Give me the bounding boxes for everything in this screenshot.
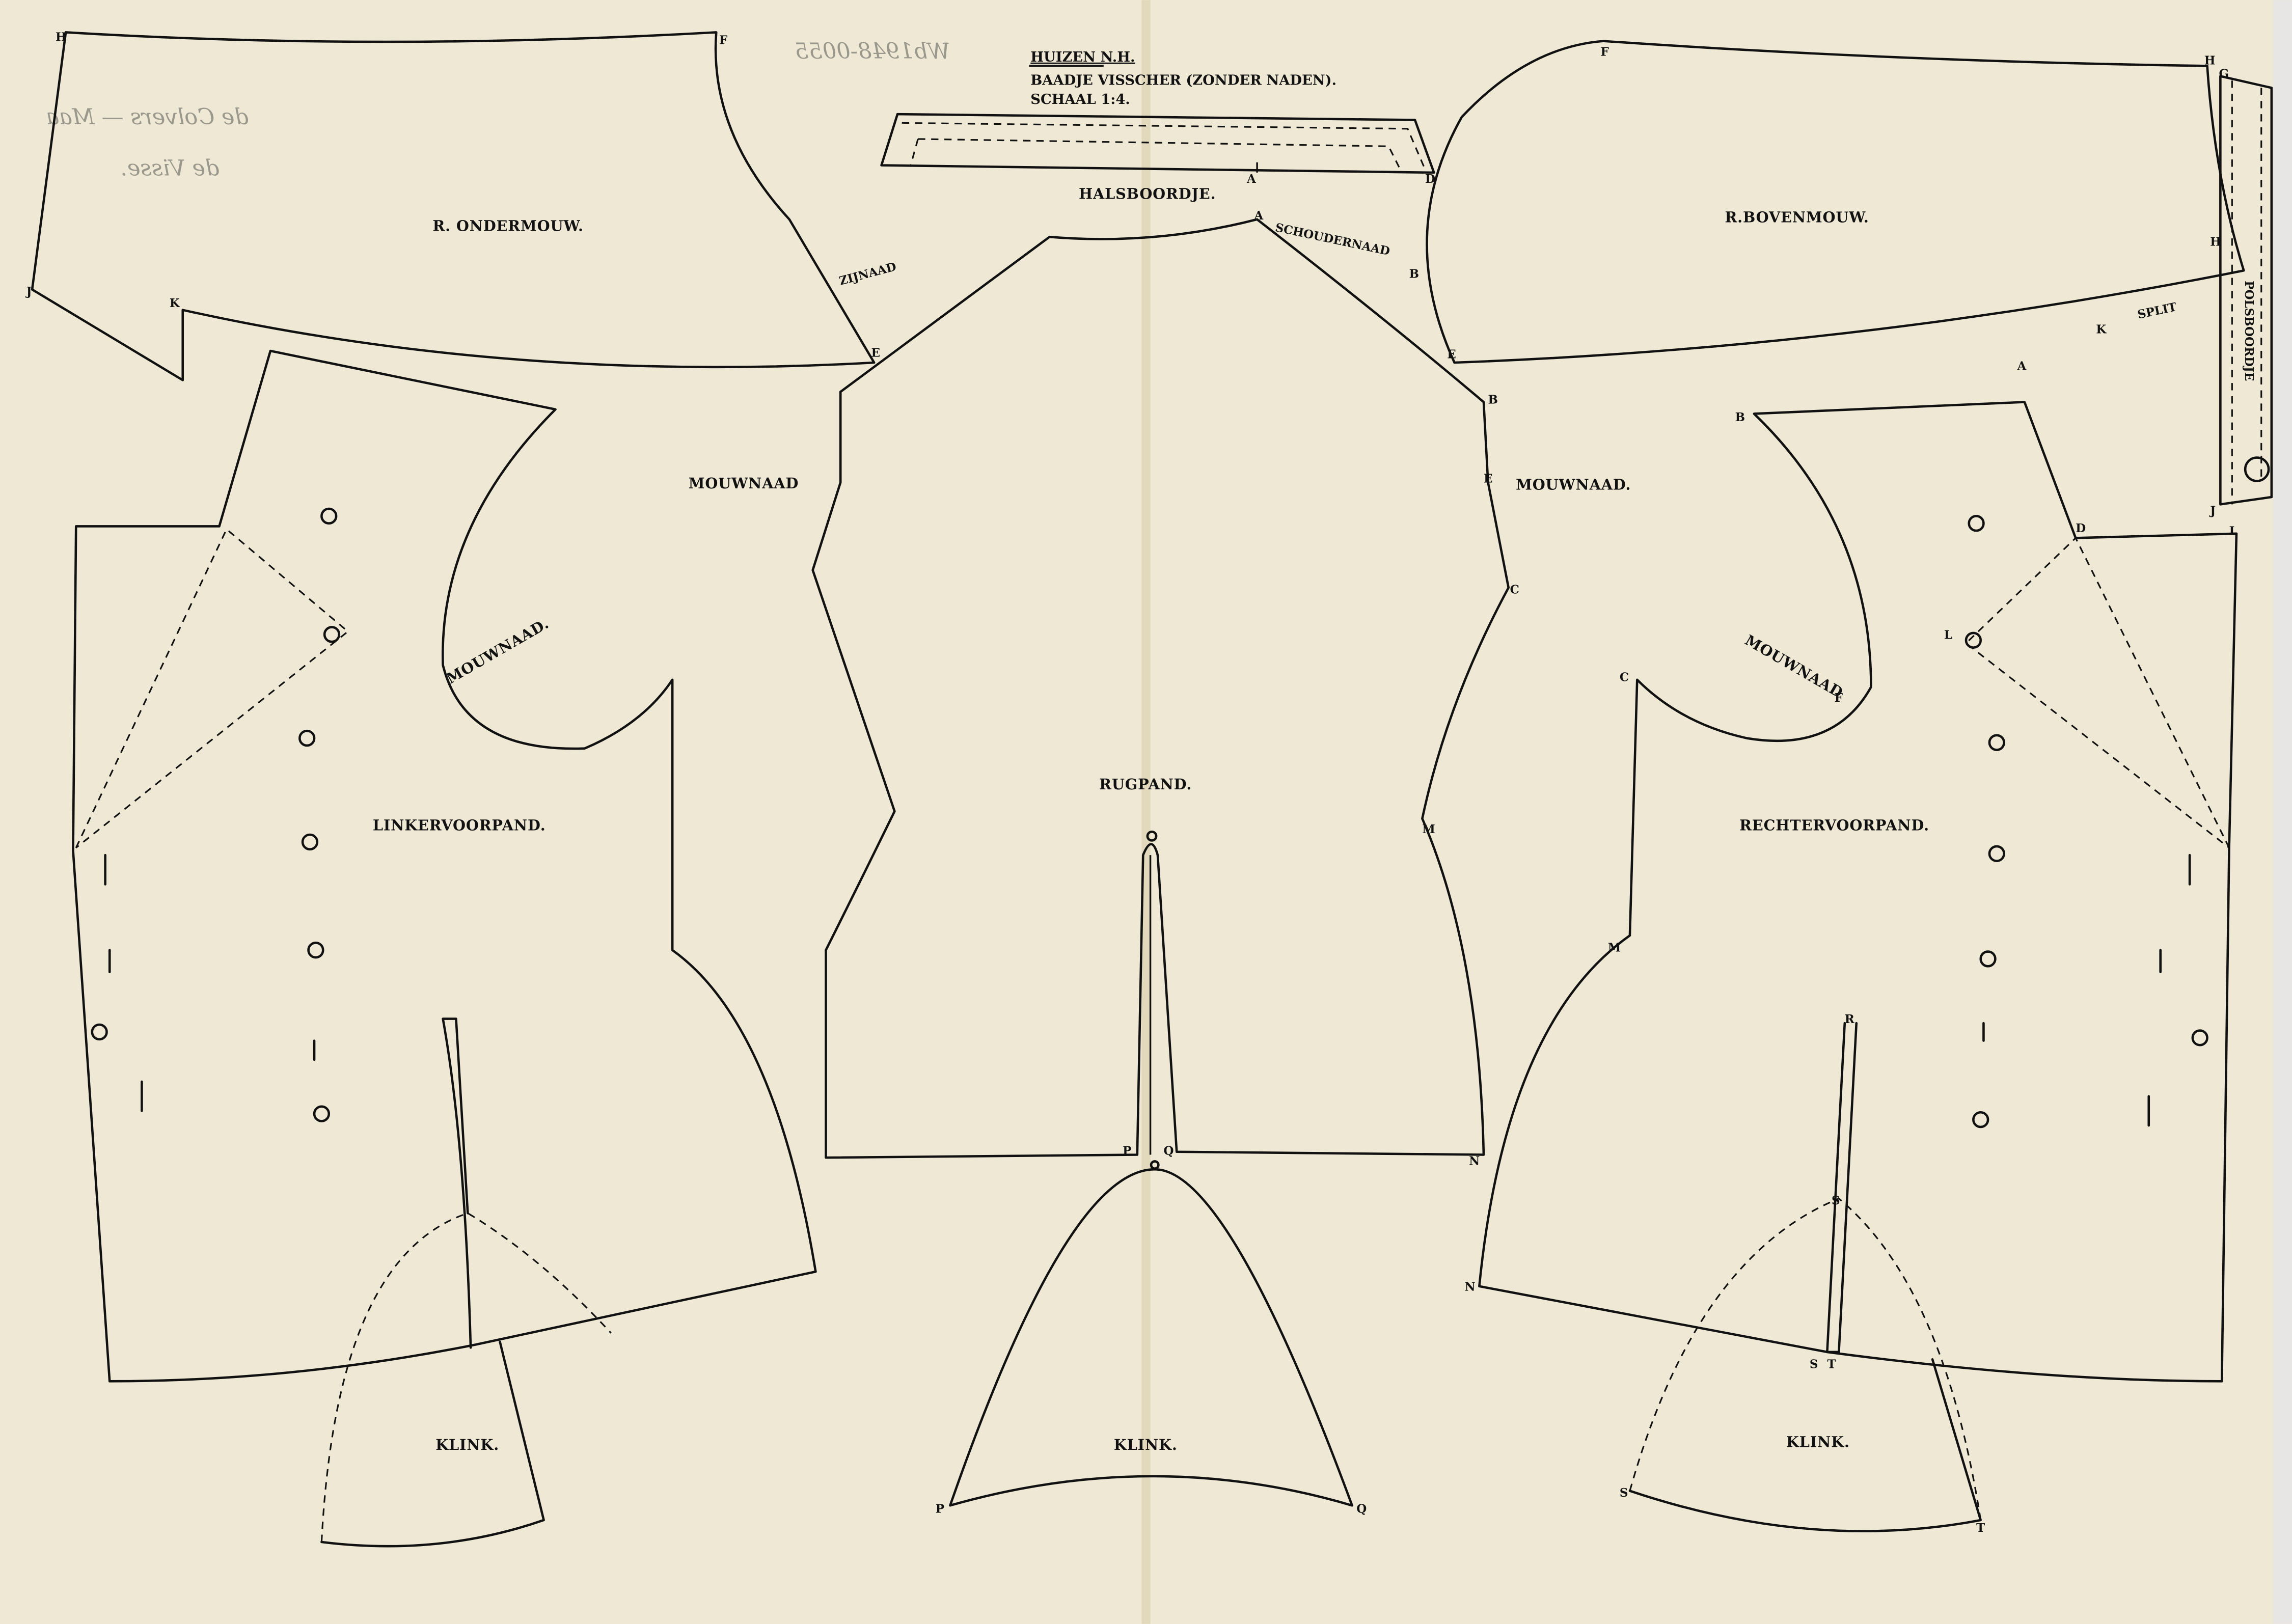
point-label: B — [1409, 267, 1419, 281]
point-label: A — [1253, 209, 1264, 223]
label-rugpand: RUGPAND. — [1099, 776, 1192, 793]
point-label: L — [1944, 628, 1952, 642]
point-label: K — [170, 296, 180, 310]
point-label: F — [1601, 45, 1609, 59]
label-mouwnaad-left: MOUWNAAD — [689, 475, 799, 492]
label-linkervoorpand: LINKERVOORPAND. — [373, 816, 546, 834]
point-label: Q — [1163, 1144, 1174, 1158]
point-label: H — [56, 31, 67, 44]
point-label: J — [25, 285, 32, 298]
buttons-left — [91, 507, 341, 1122]
pencil-note-line1: de Colvers — Maa — [46, 104, 248, 130]
piece-klink-center: P Q KLINK. — [936, 1168, 1367, 1516]
inventory-number: Wb1948-0055 — [795, 39, 950, 64]
buttons-right — [1964, 515, 2208, 1128]
point-label: B — [1488, 393, 1498, 406]
point-label: R — [1845, 1012, 1855, 1026]
point-label: N — [1465, 1280, 1476, 1293]
point-label: N — [1469, 1154, 1480, 1168]
pencil-notes: Wb1948-0055 de Colvers — Maa de Visse. — [46, 39, 950, 181]
point-label: M — [1422, 822, 1435, 836]
point-label: M — [1608, 941, 1621, 955]
pencil-note-line2: de Visse. — [120, 156, 219, 181]
label-r-ondermouw: R. ONDERMOUW. — [432, 217, 583, 235]
point-label: C — [1620, 671, 1629, 684]
point-label: P — [936, 1502, 944, 1516]
point-label: E — [1447, 347, 1456, 361]
point-label: G — [2219, 67, 2229, 80]
label-mouwnaad-right: MOUWNAAD. — [1516, 476, 1631, 493]
point-label: F — [719, 33, 727, 47]
point-label: B — [1735, 410, 1745, 424]
point-label: H — [2204, 54, 2216, 68]
point-label: A — [1246, 172, 1257, 186]
point-label: D — [1425, 172, 1435, 186]
point-label: K — [2096, 323, 2107, 337]
point-label: E — [871, 346, 880, 360]
point-label: T — [1976, 1521, 1985, 1535]
label-halsboordje: HALSBOORDJE. — [1079, 185, 1216, 203]
point-label: Q — [1356, 1502, 1367, 1516]
label-klink-right: KLINK. — [1786, 1433, 1850, 1450]
title-subject: BAADJE VISSCHER (ZONDER NADEN). — [1030, 72, 1336, 89]
label-klink-left: KLINK. — [435, 1436, 499, 1453]
point-label: C — [1510, 583, 1519, 596]
point-label: H — [2210, 235, 2221, 249]
point-label: P — [1123, 1144, 1131, 1158]
piece-r-bovenmouw: F H B E K R.BOVENMOUW. SPLIT — [1409, 40, 2245, 364]
piece-polsboordje: G H J POLSBOORDJE — [2209, 67, 2273, 517]
point-label: L — [2229, 525, 2238, 538]
point-label: S — [1832, 1194, 1840, 1207]
point-label: T — [1827, 1357, 1836, 1371]
point-label: F — [1835, 691, 1843, 705]
point-label: A — [2016, 359, 2027, 373]
label-klink-center: KLINK. — [1114, 1436, 1178, 1453]
point-label: J — [2209, 504, 2216, 517]
point-label: S — [1620, 1486, 1628, 1500]
label-rechtervoorpand: RECHTERVOORPAND. — [1739, 816, 1929, 834]
point-label: E — [1484, 472, 1492, 485]
label-polsboordje: POLSBOORDJE — [2242, 281, 2256, 381]
piece-halsboordje: A D HALSBOORDJE. — [880, 113, 1435, 203]
scan-edge — [2273, 0, 2292, 1624]
point-label: D — [2076, 521, 2086, 535]
title-place: HUIZEN N.H. — [1030, 49, 1135, 65]
label-r-bovenmouw: R.BOVENMOUW. — [1725, 208, 1869, 226]
point-label: S — [1810, 1357, 1818, 1371]
title-scale: SCHAAL 1:4. — [1030, 91, 1130, 107]
